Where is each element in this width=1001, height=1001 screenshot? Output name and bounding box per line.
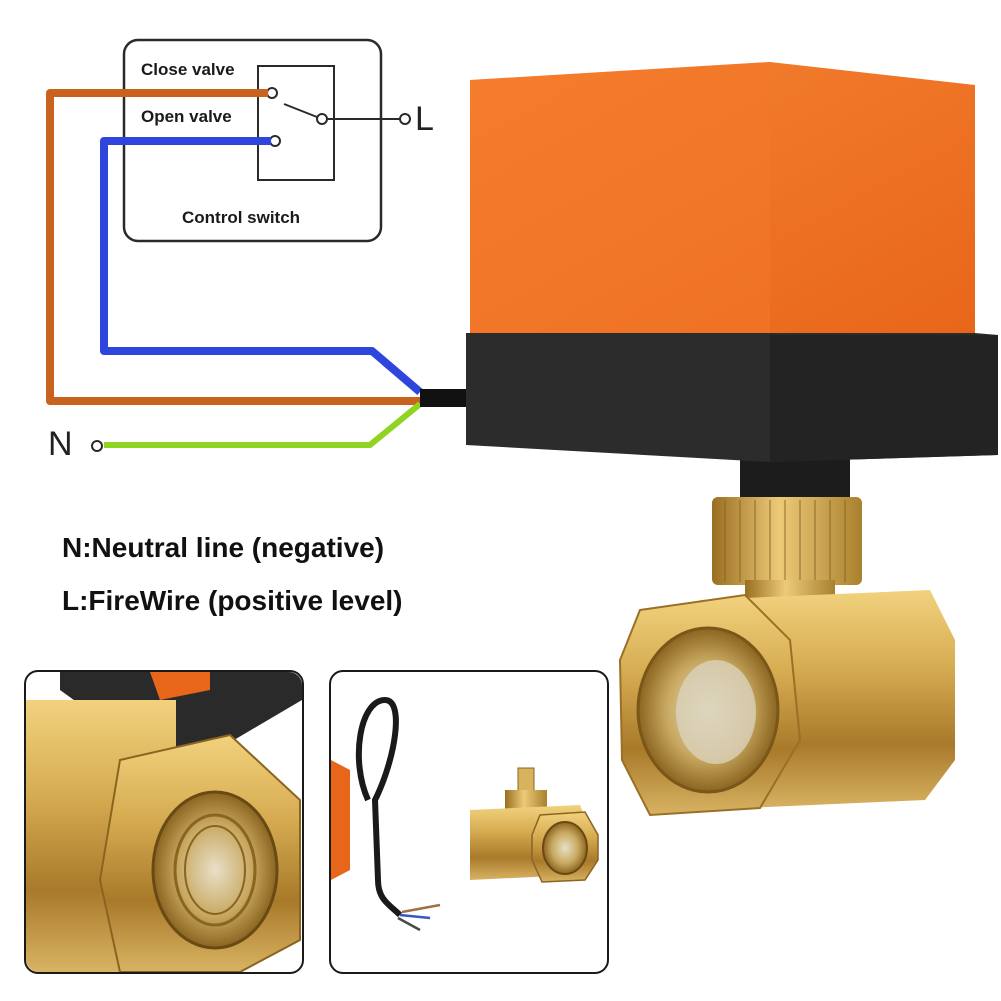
detail-panel-left [24,670,304,974]
live-terminal-label: L [415,100,434,138]
open-valve-wire [100,137,423,396]
switch-lever [283,103,318,118]
actuator-cable [420,389,472,407]
ball-valve-icon [618,455,955,817]
legend-live: L:FireWire (positive level) [62,585,403,616]
valve-nut [712,497,862,585]
neutral-terminal-label: N [48,425,73,463]
valve-stem-neck [740,455,850,500]
live-terminal [399,113,411,125]
open-contact [269,135,281,147]
legend-neutral: N:Neutral line (negative) [62,532,385,563]
control-switch-label: Control switch [182,208,301,227]
detail-panel-right [329,670,609,974]
close-valve-label: Close valve [141,60,235,79]
common-contact [316,113,328,125]
detail-product-cable [331,672,607,972]
control-switch-box [122,38,411,243]
valve-actuator-icon [466,62,998,462]
close-contact [266,87,278,99]
detail-closeup-port [26,672,302,972]
neutral-terminal [91,440,103,452]
neutral-wire [104,401,422,448]
open-valve-label: Open valve [141,107,232,126]
